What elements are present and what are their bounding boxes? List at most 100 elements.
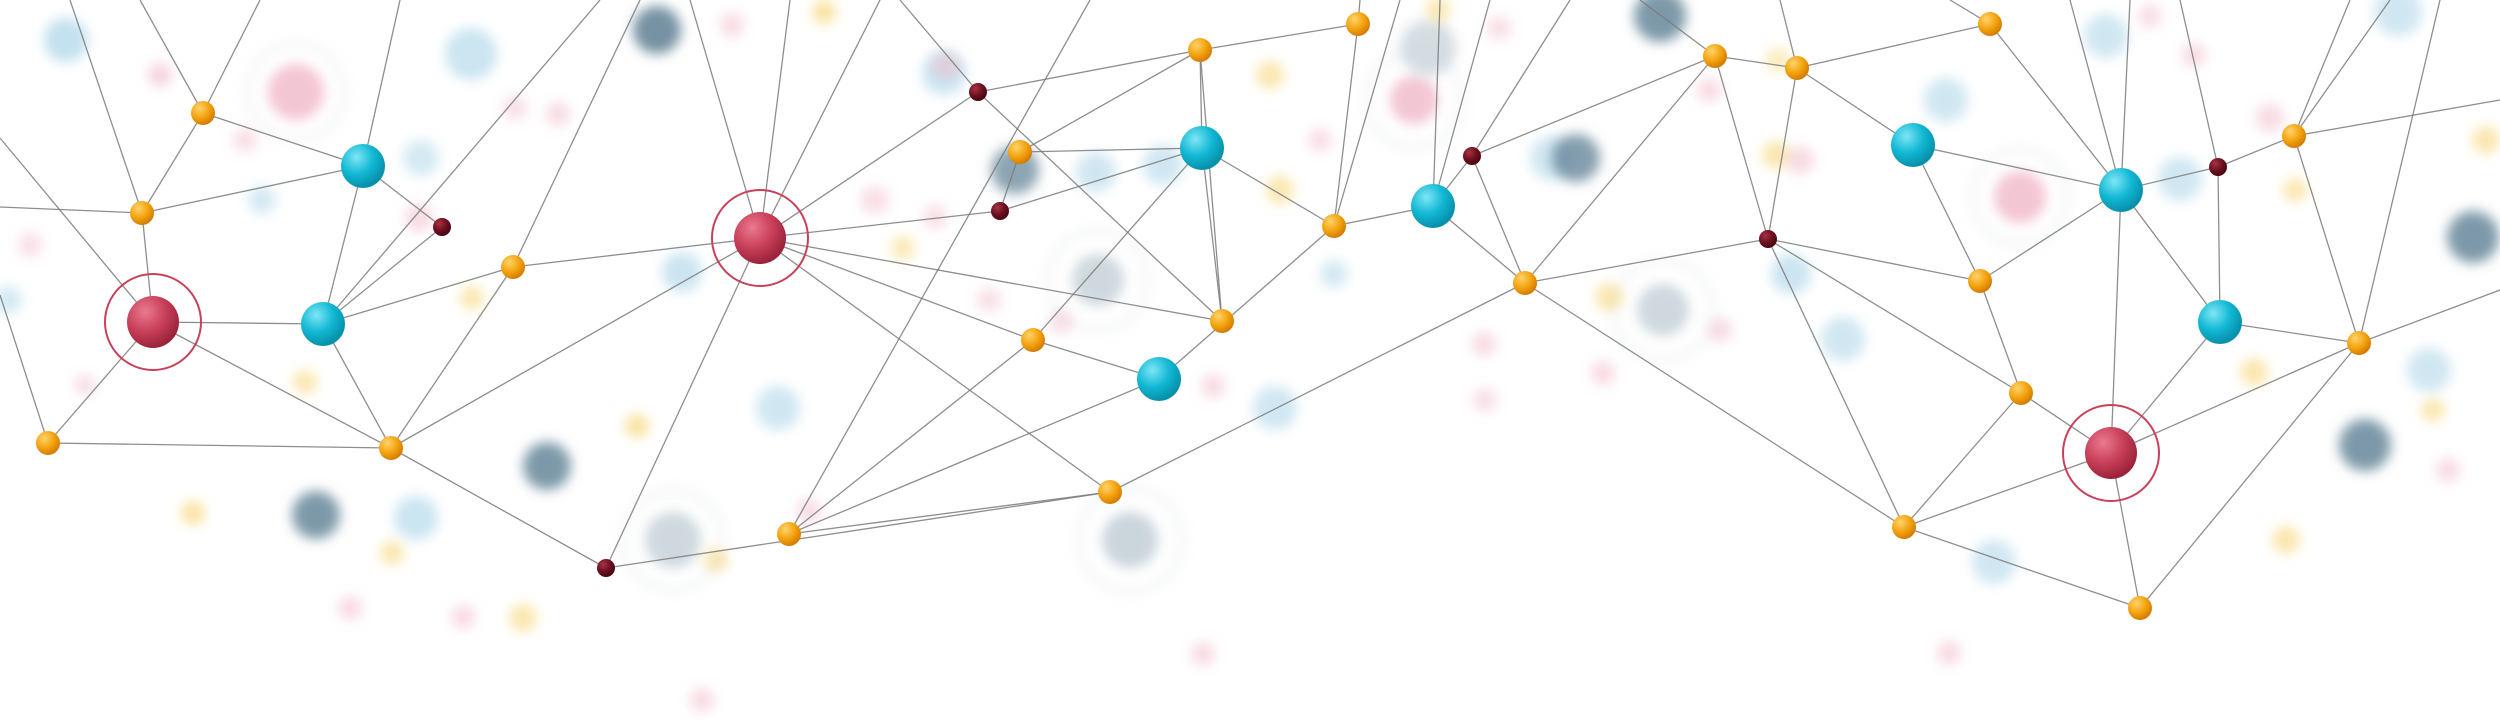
maroon-node <box>991 202 1009 220</box>
node-rings-layer <box>104 189 2160 502</box>
bokeh-dot <box>2436 458 2460 482</box>
network-edge <box>2120 0 2131 191</box>
network-edge <box>362 0 401 167</box>
bokeh-dot <box>2256 104 2284 132</box>
bokeh-dot <box>690 688 714 712</box>
orange-node <box>777 522 801 546</box>
network-edge <box>1333 23 1359 227</box>
bokeh-dot <box>2138 4 2162 28</box>
bokeh-dot <box>1821 317 1865 361</box>
bokeh-dot <box>1762 141 1790 169</box>
network-edge <box>390 237 761 449</box>
node-ring <box>104 273 202 371</box>
bokeh-dot <box>977 288 1001 312</box>
bokeh-dot <box>1786 146 1814 174</box>
bokeh-dot <box>1266 176 1294 204</box>
network-edge <box>1158 225 1335 380</box>
bokeh-dot <box>394 496 438 540</box>
bokeh-dot <box>2158 157 2202 201</box>
bokeh-dot <box>403 140 439 176</box>
network-edge <box>1524 238 1769 284</box>
network-edge <box>2110 342 2360 454</box>
network-edge <box>1989 23 2122 191</box>
orange-node <box>1322 214 1346 238</box>
network-edge <box>759 91 979 239</box>
network-edge <box>2179 0 2219 168</box>
network-edge <box>759 210 1001 239</box>
bokeh-dot <box>1256 61 1284 89</box>
network-edge <box>999 147 1203 212</box>
network-edge <box>1333 0 1401 227</box>
network-edge <box>322 165 364 325</box>
bokeh-ring <box>1611 258 1715 362</box>
network-edge <box>2293 0 2391 137</box>
network-edge <box>202 112 364 167</box>
bokeh-dot <box>720 13 744 37</box>
bokeh-dot <box>2339 419 2391 471</box>
orange-node <box>2128 596 2152 620</box>
orange-node <box>1346 12 1370 36</box>
bokeh-dot <box>44 18 88 62</box>
orange-node <box>1892 515 1916 539</box>
bokeh-ring <box>246 42 346 142</box>
maroon-node <box>969 83 987 101</box>
bokeh-dot <box>662 252 702 292</box>
network-edge <box>2217 166 2221 323</box>
bokeh-dot <box>1191 642 1215 666</box>
bokeh-dot <box>633 6 681 54</box>
bokeh-ring <box>1970 147 2070 247</box>
bokeh-ring <box>621 488 725 592</box>
bokeh-dot <box>1072 254 1124 306</box>
bokeh-dot <box>1102 512 1158 568</box>
network-edge <box>605 237 761 569</box>
network-edge <box>2139 342 2360 609</box>
bokeh-dot <box>18 233 42 257</box>
network-edge <box>1471 55 1716 157</box>
cyan-node <box>2198 300 2242 344</box>
bokeh-dot <box>1320 260 1348 288</box>
network-edge <box>1912 144 1981 282</box>
network-edge <box>1109 282 1526 493</box>
bokeh-dot <box>923 205 947 229</box>
network-edge <box>2069 0 2122 191</box>
cyan-node <box>1137 357 1181 401</box>
cyan-node <box>1411 184 1455 228</box>
bokeh-dot <box>1634 0 1686 42</box>
bokeh-dot <box>509 604 537 632</box>
orange-node <box>2282 124 2306 148</box>
bokeh-dot <box>1637 284 1689 336</box>
network-edge <box>152 321 324 325</box>
network-edge <box>47 321 154 444</box>
bokeh-dot <box>460 286 484 310</box>
orange-node <box>1978 12 2002 36</box>
network-edge <box>1524 55 1716 284</box>
network-edge <box>1471 0 1571 157</box>
network-edge <box>605 491 1111 569</box>
bokeh-dot <box>1552 134 1600 182</box>
bokeh-dot <box>292 491 340 539</box>
network-edge <box>1524 282 1905 528</box>
network-edge <box>2219 321 2360 344</box>
bokeh-ring <box>1046 228 1150 332</box>
network-edge <box>1979 189 2122 282</box>
bokeh-dot <box>1487 16 1511 40</box>
orange-node <box>2009 381 2033 405</box>
bokeh-dot <box>2084 14 2128 58</box>
bokeh-dot <box>338 596 362 620</box>
bokeh-dot <box>2472 126 2500 154</box>
network-edge <box>1432 0 1441 207</box>
network-edge <box>47 442 392 449</box>
network-edge <box>1767 238 2022 394</box>
network-edge <box>1714 55 1798 69</box>
bokeh-dot <box>1697 78 1721 102</box>
network-edge <box>1903 452 2112 528</box>
network-edge <box>1019 147 1203 153</box>
orange-node <box>1188 38 1212 62</box>
cyan-node <box>2099 168 2143 212</box>
bokeh-dot <box>812 0 836 24</box>
bokeh-ring <box>1076 486 1184 594</box>
network-edge <box>1201 147 1223 322</box>
network-edge <box>1903 392 2022 528</box>
